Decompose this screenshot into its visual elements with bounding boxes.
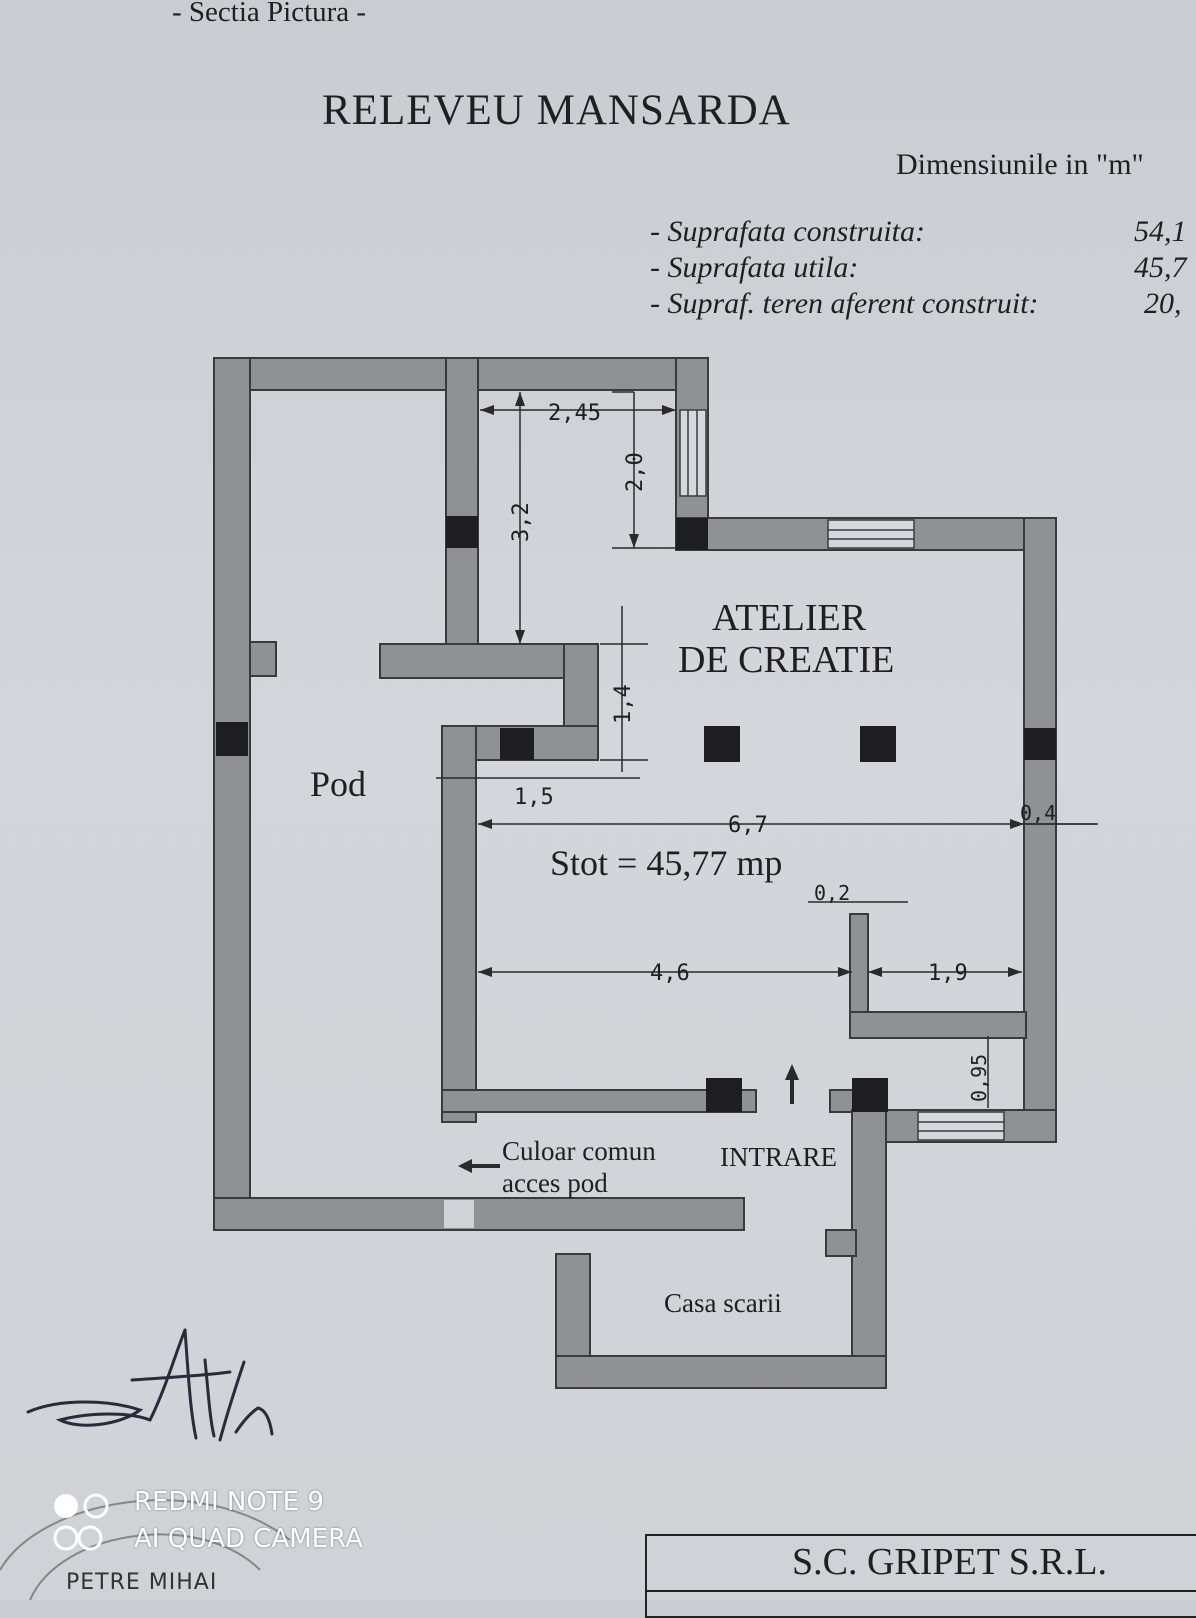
dimension-labels: 2,45 2,0 3,2 1,4 1,5 6,7 0,4 0,2 4,6 1,9… bbox=[509, 401, 1056, 1102]
document-title: RELEVEU MANSARDA bbox=[322, 87, 791, 134]
window bbox=[917, 1111, 1005, 1141]
dimension-lines bbox=[436, 391, 1098, 1168]
area-label: - Suprafata utila: bbox=[650, 251, 859, 284]
wall bbox=[379, 643, 599, 679]
wall bbox=[441, 1089, 757, 1113]
column bbox=[860, 726, 896, 762]
column bbox=[446, 516, 478, 548]
column bbox=[852, 1078, 888, 1112]
area-value: 45,7 bbox=[1134, 251, 1187, 284]
company-name: S.C. GRIPET S.R.L. bbox=[792, 1541, 1107, 1583]
dual-camera-icon bbox=[53, 1493, 109, 1551]
total-area-label: Stot = 45,77 mp bbox=[550, 843, 782, 883]
wall bbox=[851, 1109, 887, 1389]
dim-label: 1,5 bbox=[514, 785, 554, 810]
watermark-line: REDMI NOTE 9 bbox=[134, 1487, 324, 1517]
room-label-stairs: Casa scarii bbox=[664, 1288, 782, 1318]
entrance-label: INTRARE bbox=[720, 1142, 837, 1172]
dim-label: 1,4 bbox=[611, 684, 636, 724]
room-label-pod: Pod bbox=[310, 764, 366, 804]
area-label: - Supraf. teren aferent construit: bbox=[650, 287, 1039, 320]
dim-label: 0,4 bbox=[1020, 801, 1056, 825]
camera-watermark: REDMI NOTE 9 AI QUAD CAMERA bbox=[52, 1484, 363, 1558]
window bbox=[827, 519, 915, 549]
area-value: 20, bbox=[1144, 287, 1182, 320]
wall bbox=[849, 1011, 1027, 1039]
dimension-arrowheads bbox=[458, 392, 1024, 1173]
room-labels: ATELIER DE CREATIE Pod Stot = 45,77 mp C… bbox=[310, 597, 894, 1318]
column bbox=[676, 518, 708, 550]
column bbox=[1024, 728, 1056, 760]
room-label-atelier: DE CREATIE bbox=[678, 639, 894, 681]
wall bbox=[445, 357, 709, 391]
doorway bbox=[444, 1200, 474, 1228]
seal-name: PETRE MIHAI bbox=[66, 1570, 218, 1595]
room-label-atelier: ATELIER bbox=[712, 597, 867, 639]
area-value: 54,1 bbox=[1134, 215, 1187, 248]
seal bbox=[0, 1499, 291, 1600]
dim-label: 0,2 bbox=[814, 881, 850, 905]
wall bbox=[445, 357, 479, 649]
wall bbox=[1023, 517, 1057, 1143]
watermark-line: AI QUAD CAMERA bbox=[134, 1524, 363, 1554]
plan-walls bbox=[213, 357, 1057, 1389]
wall bbox=[825, 1229, 857, 1257]
dim-label: 4,6 bbox=[650, 961, 690, 986]
dim-label: 1,9 bbox=[928, 961, 968, 986]
room-label-culoar: acces pod bbox=[502, 1168, 608, 1198]
column bbox=[706, 1078, 742, 1112]
room-label-culoar: Culoar comun bbox=[502, 1136, 656, 1166]
area-label: - Suprafata construita: bbox=[650, 215, 925, 248]
column bbox=[500, 728, 534, 760]
dim-label: 2,45 bbox=[548, 401, 601, 426]
window bbox=[679, 409, 707, 497]
title-block-divider bbox=[645, 1590, 1196, 1592]
wall bbox=[555, 1355, 887, 1389]
units-note: Dimensiunile in "m" bbox=[896, 148, 1144, 181]
wall bbox=[213, 1197, 745, 1231]
dim-label: 0,95 bbox=[967, 1054, 991, 1102]
door-window-openings bbox=[444, 409, 1005, 1228]
structural-columns bbox=[216, 516, 1056, 1112]
wall bbox=[213, 357, 251, 1231]
dim-label: 2,0 bbox=[623, 452, 648, 492]
dim-label: 6,7 bbox=[728, 813, 768, 838]
wall bbox=[249, 641, 277, 677]
column bbox=[216, 722, 248, 756]
dim-label: 3,2 bbox=[509, 502, 534, 542]
wall bbox=[441, 725, 477, 1123]
section-heading: - Sectia Pictura - bbox=[172, 0, 367, 28]
signature bbox=[26, 1328, 274, 1442]
column bbox=[704, 726, 740, 762]
wall bbox=[213, 357, 479, 391]
